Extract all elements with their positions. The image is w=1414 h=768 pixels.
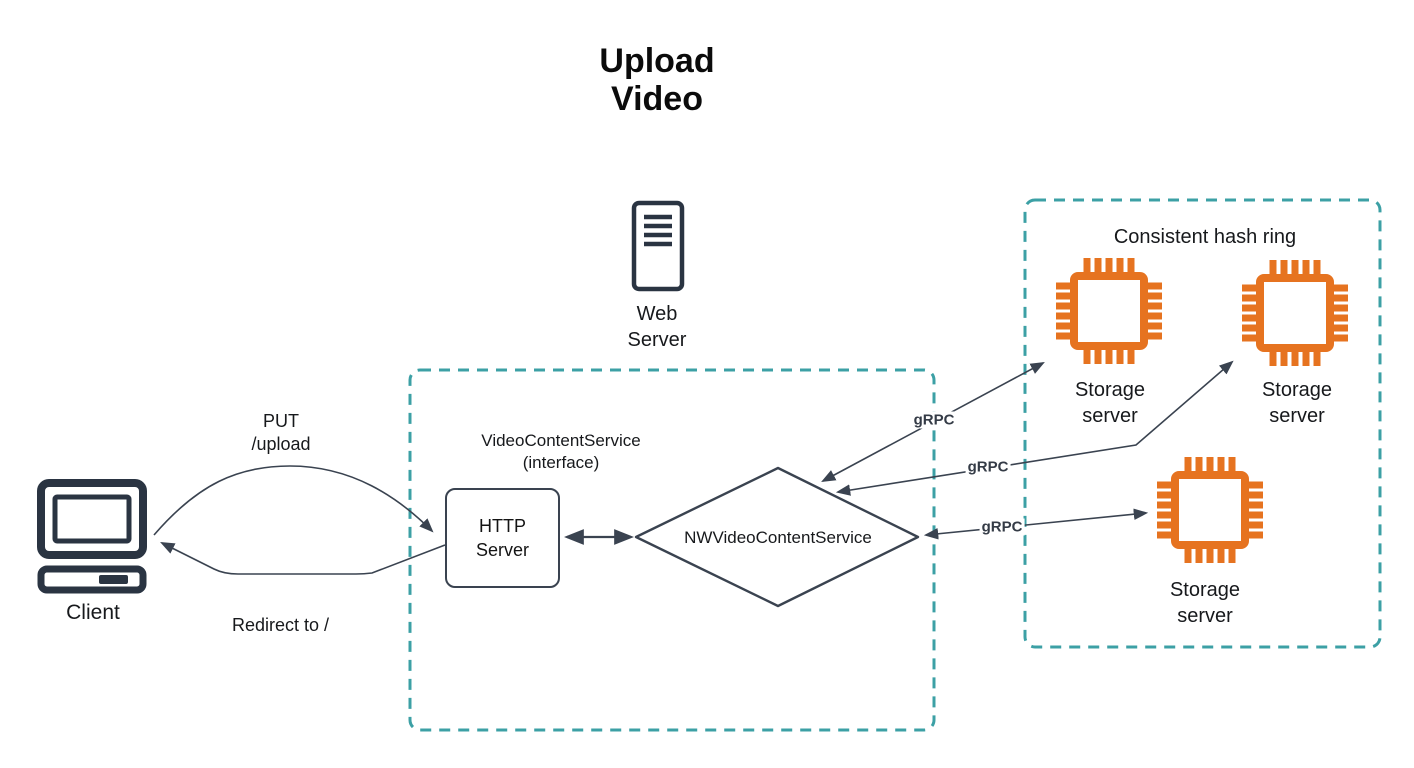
web-server-label: Web Server (597, 301, 717, 353)
dispatcher-label: NWVideoContentService (684, 528, 872, 547)
http-server-node: HTTP Server (445, 488, 560, 588)
put-upload-label-line1: PUT (263, 411, 299, 431)
client-label: Client (66, 601, 120, 624)
storage-server-3-label-line1: Storage (1169, 579, 1241, 601)
page-title: Upload Video (537, 42, 777, 118)
storage-server-1-label-line2: server (1082, 405, 1138, 427)
storage-server-2-label: Storage server (1237, 377, 1357, 429)
server-tower-icon (631, 200, 685, 292)
edge-put-upload-arrow (153, 465, 434, 536)
put-upload-label: PUT /upload (221, 410, 341, 456)
chip-icon (1157, 457, 1263, 563)
http-server-label-line2: Server (475, 540, 529, 560)
storage-server-1-label: Storage server (1050, 377, 1170, 429)
storage-server-3-label-line2: server (1177, 605, 1233, 627)
web-server-label-line1: Web (636, 303, 678, 325)
interface-group-title-line2: (interface) (522, 453, 600, 472)
interface-group-title-line1: VideoContentService (481, 431, 641, 450)
grpc-label-1: gRPC (911, 411, 957, 429)
chip-icon (1056, 258, 1162, 364)
http-server-label-line1: HTTP (478, 516, 526, 536)
put-upload-label-line2: /upload (251, 434, 311, 454)
redirect-label: Redirect to / (231, 615, 330, 635)
page-title-line1: Upload (599, 42, 715, 80)
storage-server-3-label: Storage server (1145, 577, 1265, 629)
web-server-label-line2: Server (627, 329, 687, 351)
storage-server-1-label-line1: Storage (1074, 379, 1146, 401)
hash-ring-title: Consistent hash ring (1113, 226, 1297, 248)
interface-group-title: VideoContentService (interface) (441, 430, 681, 474)
page-title-line2: Video (611, 80, 703, 118)
edge-redirect-arrow (160, 542, 446, 575)
grpc-label-3: gRPC (979, 518, 1025, 536)
edge-grpc-storage3-arrow (923, 508, 1149, 540)
computer-icon (37, 479, 147, 594)
storage-server-2-label-line1: Storage (1261, 379, 1333, 401)
chip-icon (1242, 260, 1348, 366)
grpc-label-2: gRPC (965, 458, 1011, 476)
storage-server-2-label-line2: server (1269, 405, 1325, 427)
http-server-label: HTTP Server (476, 514, 529, 562)
